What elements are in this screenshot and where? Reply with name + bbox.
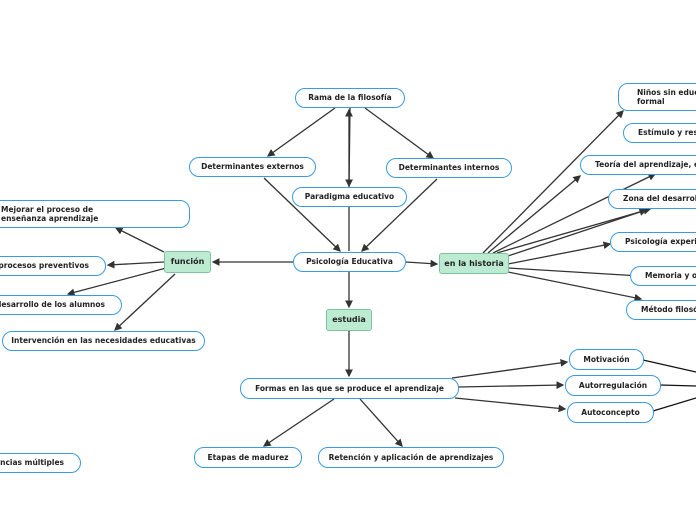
node-historia-7[interactable]: Método filosó [626, 300, 696, 320]
node-center[interactable]: Psicología Educativa [293, 252, 406, 272]
node-historia-2[interactable]: Estímulo y resp [623, 123, 696, 143]
node-historia-5[interactable]: Psicología experim [610, 232, 696, 252]
node-historia[interactable]: en la historia [439, 253, 509, 274]
node-historia-3[interactable]: Teoría del aprendizaje, et [580, 155, 696, 175]
node-retencion[interactable]: Retención y aplicación de aprendizajes [318, 447, 504, 468]
node-paradigma[interactable]: Paradigma educativo [292, 187, 407, 207]
node-historia-4[interactable]: Zona del desarrollo [608, 189, 696, 209]
node-autorregulacion[interactable]: Autorregulación [565, 375, 661, 396]
node-motivacion[interactable]: Motivación [569, 349, 644, 370]
node-etapas[interactable]: Etapas de madurez [194, 447, 302, 468]
node-autoconcepto[interactable]: Autoconcepto [567, 402, 654, 423]
node-externos[interactable]: Determinantes externos [189, 157, 316, 177]
node-historia-1[interactable]: Niños sin educ formal [618, 83, 696, 111]
node-funcion-1[interactable]: Mejorar el proceso de enseñanza aprendiz… [0, 200, 190, 228]
node-rama[interactable]: Rama de la filosofía [295, 88, 405, 108]
node-funcion-4[interactable]: Intervención en las necesidades educativ… [2, 331, 205, 351]
node-funcion-3[interactable]: l desarrollo de los alumnos [0, 295, 122, 315]
label: Niños sin educ formal [637, 87, 696, 106]
label: Mejorar el proceso de enseñanza aprendiz… [1, 204, 99, 223]
node-historia-6[interactable]: Memoria y ol [630, 266, 696, 286]
node-inteligencias[interactable]: encias múltiples [0, 453, 81, 473]
node-internos[interactable]: Determinantes internos [386, 158, 512, 178]
node-estudia[interactable]: estudia [326, 309, 372, 331]
node-funcion-2[interactable]: r procesos preventivos [0, 256, 106, 276]
node-formas[interactable]: Formas en las que se produce el aprendiz… [240, 378, 459, 399]
node-funcion[interactable]: función [164, 251, 211, 273]
